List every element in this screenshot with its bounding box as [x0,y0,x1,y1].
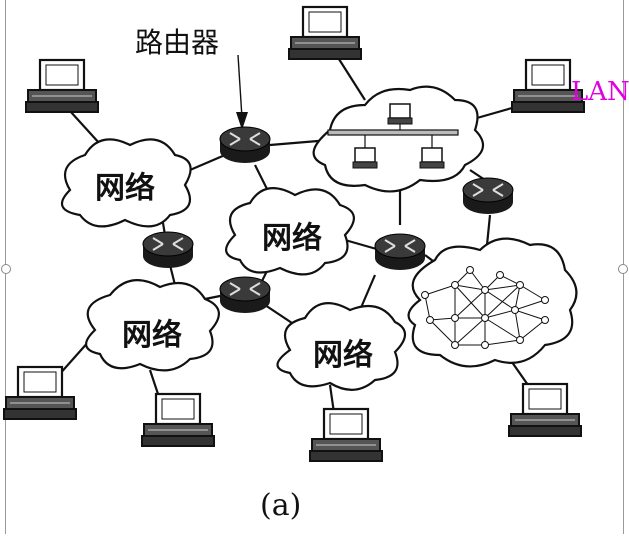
lan-host-icon [387,103,413,125]
lan-segment [327,103,459,169]
lan-label: LAN [571,77,629,107]
host-icon [24,58,100,114]
host-icon [507,382,583,438]
router-icon [219,276,271,314]
host-icon [287,5,363,61]
router-icon [462,177,514,215]
lan-host-icon [352,147,378,169]
router-icon [219,126,271,164]
router-label: 路由器 [135,26,219,59]
host-icon [140,392,216,448]
mesh-network [421,266,549,349]
host-icon [308,407,384,463]
network-label: 网络 [313,338,373,373]
network-label: 网络 [122,318,182,353]
resize-handle-right[interactable] [618,264,628,274]
figure-caption: (a) [260,488,301,523]
host-icon [2,365,78,421]
router-icon [374,233,426,271]
arrow-head-icon [236,112,248,130]
lan-host-icon [419,147,445,169]
network-label: 网络 [95,171,155,206]
network-label: 网络 [262,221,322,256]
resize-handle-left[interactable] [1,264,11,274]
router-icon [142,231,194,269]
